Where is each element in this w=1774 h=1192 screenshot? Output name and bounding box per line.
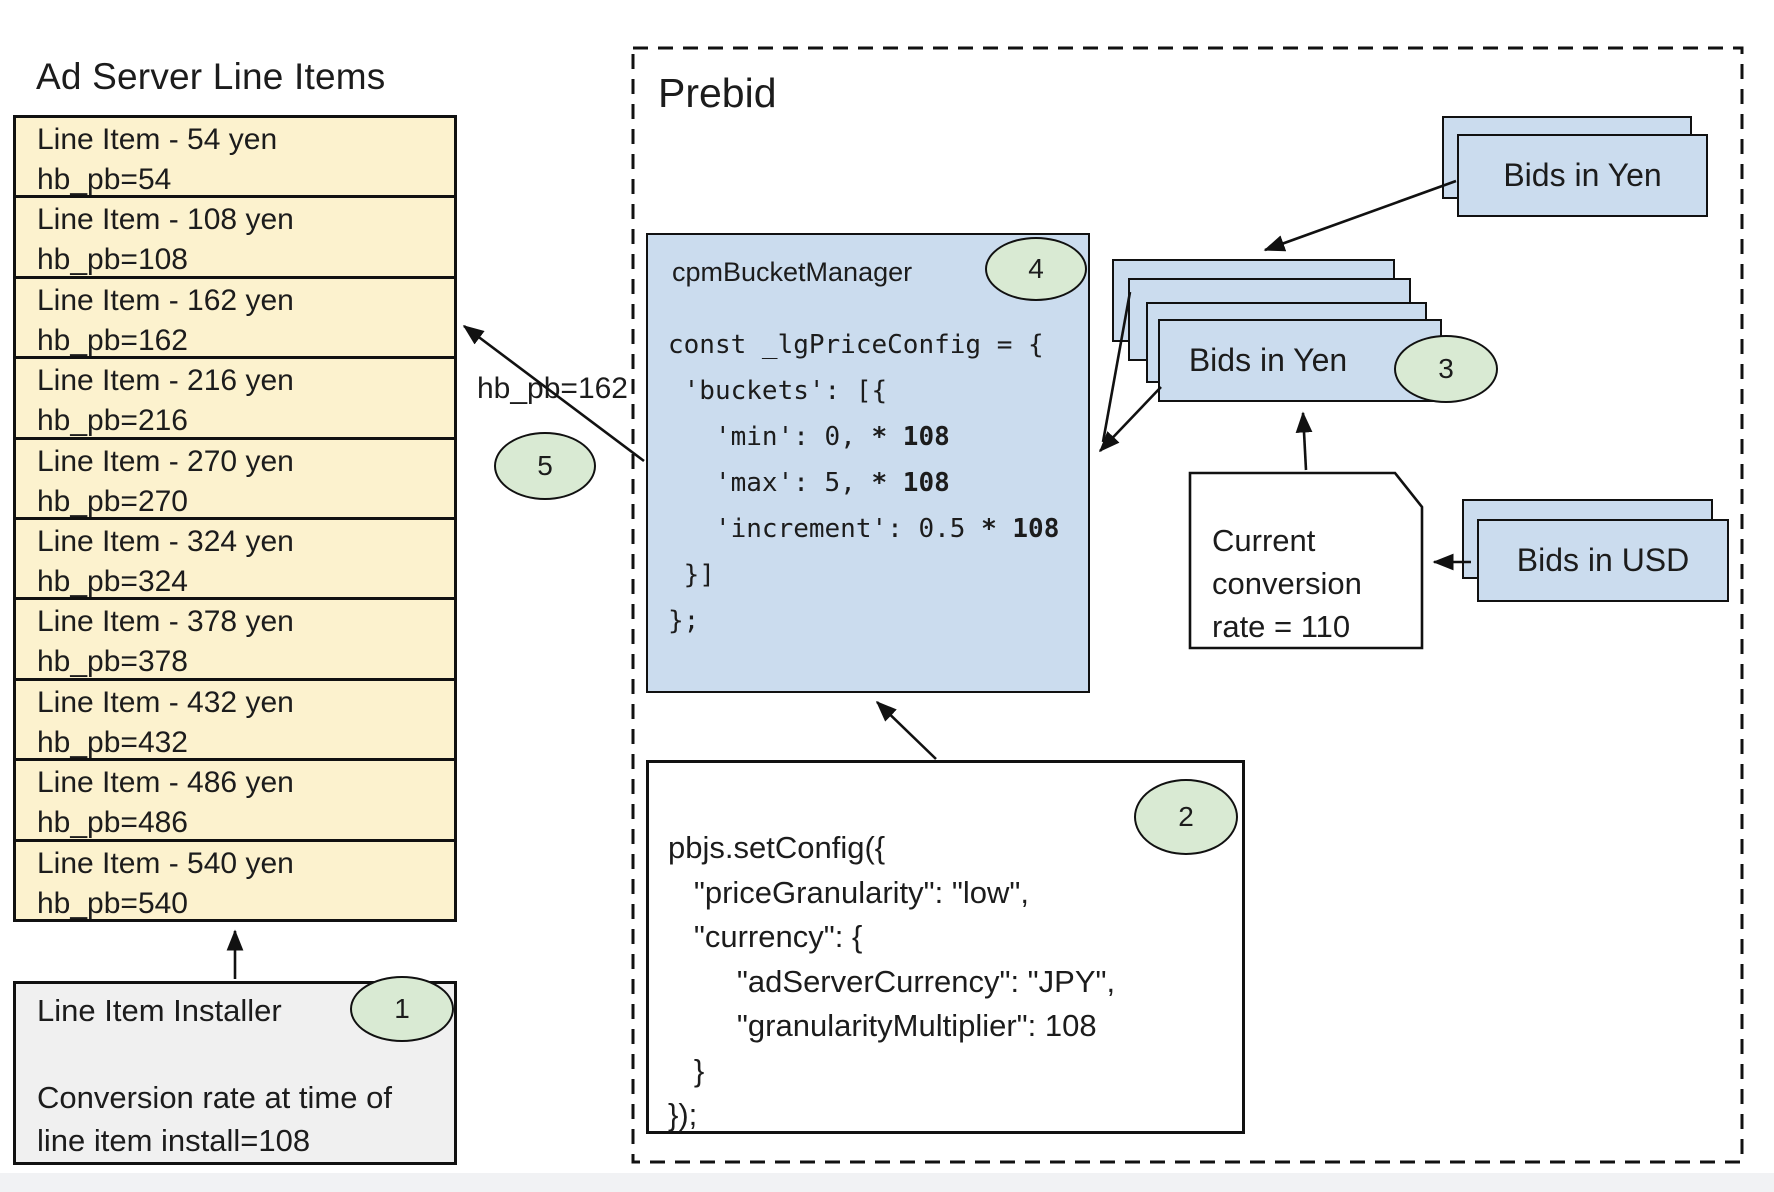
line-item-hb-pb: hb_pb=162: [37, 323, 188, 357]
bids-in-usd-label: Bids in USD: [1516, 542, 1690, 578]
bids-in-yen-incoming-card-front: Bids in Yen: [1457, 134, 1708, 217]
ad-server-title: Ad Server Line Items: [36, 56, 386, 97]
line-item-row: Line Item - 378 yen hb_pb=378: [16, 597, 454, 678]
bids-in-yen-incoming-label: Bids in Yen: [1503, 157, 1662, 193]
line-item-hb-pb: hb_pb=324: [37, 565, 188, 598]
line-item-title: Line Item - 162 yen: [37, 283, 294, 317]
arrow-setconfig-to-cpm: [875, 700, 937, 760]
line-item-row: Line Item - 108 yen hb_pb=108: [16, 195, 454, 276]
code-line: pbjs.setConfig({: [668, 830, 886, 865]
code-line: 'increment': 0.5 * 108: [668, 514, 1060, 544]
prebid-title: Prebid: [658, 70, 777, 116]
code-line: 'min': 0, * 108: [668, 422, 950, 452]
line-item-hb-pb: hb_pb=54: [37, 163, 172, 196]
line-item-row: Line Item - 270 yen hb_pb=270: [16, 436, 454, 518]
line-item-row: Line Item - 540 yen hb_pb=540: [16, 838, 454, 920]
arrow-conversion-to-yen-stack: [1295, 411, 1313, 471]
cpm-bucket-manager-title: cpmBucketManager: [672, 257, 913, 287]
line-item-hb-pb: hb_pb=108: [37, 243, 188, 276]
pbjs-set-config-code: pbjs.setConfig({ "priceGranularity": "lo…: [668, 826, 1115, 1138]
arrow-yen-stack-to-cpm: [1098, 386, 1162, 453]
step-badge-2: 2: [1134, 779, 1238, 855]
code-line: "priceGranularity": "low",: [668, 874, 1030, 910]
line-item-title: Line Item - 54 yen: [37, 123, 278, 156]
line-item-hb-pb: hb_pb=486: [37, 806, 188, 839]
line-item-hb-pb: hb_pb=378: [37, 645, 188, 678]
bids-in-usd-card-front: Bids in USD: [1477, 519, 1729, 602]
bids-in-yen-label: Bids in Yen: [1188, 342, 1348, 378]
hb-pb-arrow-label: hb_pb=162: [477, 372, 628, 405]
line-item-hb-pb: hb_pb=432: [37, 725, 188, 759]
code-line: }: [668, 1052, 705, 1088]
code-line: 'max': 5, * 108: [668, 468, 950, 498]
line-item-row: Line Item - 54 yen hb_pb=54: [16, 118, 454, 195]
cpm-bucket-manager-box: [646, 233, 1090, 693]
line-item-row: Line Item - 324 yen hb_pb=324: [16, 517, 454, 597]
line-item-title: Line Item - 540 yen: [37, 846, 294, 880]
conversion-rate-text: Current conversion rate = 110: [1212, 523, 1362, 644]
line-item-hb-pb: hb_pb=216: [37, 404, 188, 437]
line-item-title: Line Item - 324 yen: [37, 525, 294, 559]
arrow-incoming-yen-to-stack: [1263, 179, 1457, 252]
step-badge-5: 5: [494, 432, 596, 500]
line-item-title: Line Item - 486 yen: [37, 766, 294, 800]
line-item-row: Line Item - 216 yen hb_pb=216: [16, 356, 454, 437]
code-line: });: [668, 1097, 698, 1132]
installer-title: Line Item Installer: [37, 993, 282, 1028]
code-line: };: [668, 606, 700, 636]
installer-conversion-note: Conversion rate at time of line item ins…: [37, 1080, 392, 1158]
line-item-row: Line Item - 432 yen hb_pb=432: [16, 677, 454, 759]
line-item-hb-pb: hb_pb=270: [37, 484, 188, 518]
line-item-row: Line Item - 162 yen hb_pb=162: [16, 275, 454, 357]
line-item-title: Line Item - 108 yen: [37, 203, 294, 237]
step-badge-4: 4: [985, 237, 1087, 301]
code-line: }]: [668, 560, 715, 590]
line-item-hb-pb: hb_pb=540: [37, 886, 188, 920]
line-item-title: Line Item - 432 yen: [37, 685, 294, 719]
code-line: "granularityMultiplier": 108: [668, 1008, 1097, 1043]
line-item-title: Line Item - 270 yen: [37, 444, 294, 478]
line-item-title: Line Item - 378 yen: [37, 605, 294, 639]
line-item-row: Line Item - 486 yen hb_pb=486: [16, 758, 454, 839]
cpm-bucket-manager-code: const _lgPriceConfig = { 'buckets': [{ '…: [668, 322, 1059, 644]
step-badge-3: 3: [1394, 335, 1498, 403]
code-line: const _lgPriceConfig = {: [668, 330, 1044, 360]
code-line: 'buckets': [{: [668, 376, 888, 406]
code-line: "currency": {: [668, 919, 863, 954]
step-badge-1: 1: [350, 976, 454, 1042]
code-line: "adServerCurrency": "JPY",: [668, 963, 1116, 999]
line-item-title: Line Item - 216 yen: [37, 364, 294, 398]
bottom-edge-strip: [0, 1173, 1774, 1192]
